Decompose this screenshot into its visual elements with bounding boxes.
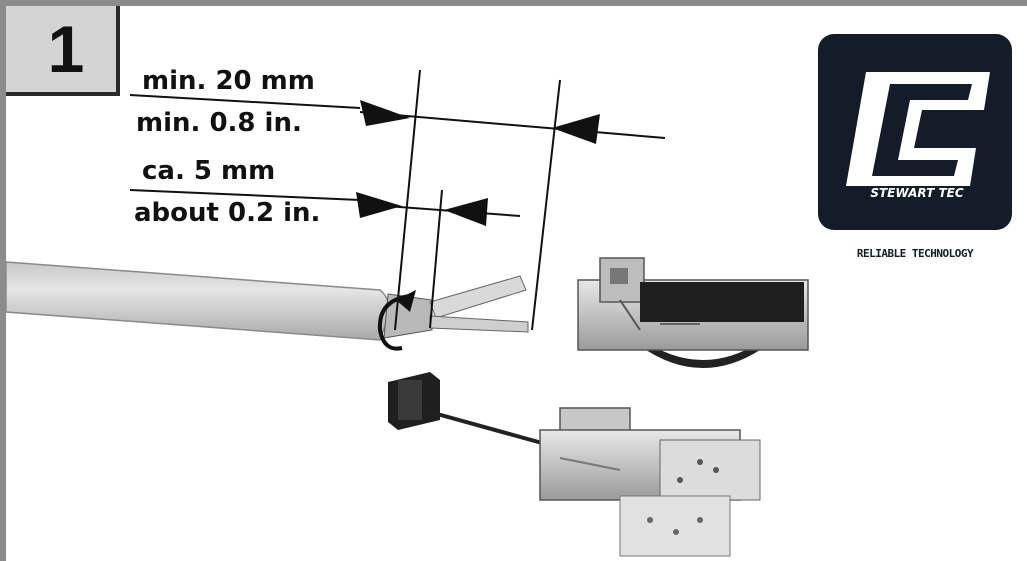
contact-module xyxy=(539,407,761,557)
strip-length-metric-label: min. 20 mm xyxy=(142,66,315,96)
strip-length-imperial-label: min. 0.8 in. xyxy=(136,108,302,138)
logo-brand-name: STEWART TEC xyxy=(870,186,964,200)
strain-relief-cap xyxy=(388,372,561,450)
shield-length-metric-label: ca. 5 mm xyxy=(142,156,276,186)
step-number: 1 xyxy=(47,12,85,86)
logo-tagline: RELIABLE TECHNOLOGY xyxy=(856,247,974,260)
step-number-badge: 1 xyxy=(6,6,120,96)
shield-length-imperial-label: about 0.2 in. xyxy=(134,198,321,228)
connector-housing xyxy=(577,257,809,369)
cable xyxy=(5,261,529,351)
dimension-arrows xyxy=(356,100,600,226)
